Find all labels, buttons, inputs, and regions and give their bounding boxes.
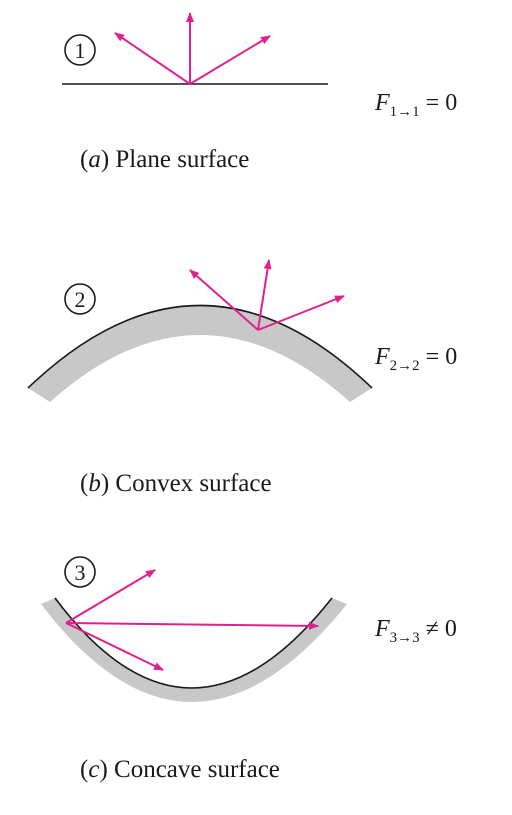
eq-3-subscript: 3→3	[390, 630, 420, 646]
concave-wall	[41, 598, 347, 702]
surface-number-3-text: 3	[75, 560, 86, 585]
eq-2-symbol: F	[374, 344, 390, 370]
caption-concave-letter: c	[88, 756, 99, 783]
surface-number-2-text: 2	[75, 287, 86, 312]
eq-3-value: ≠ 0	[426, 616, 457, 642]
plane-ray-left	[114, 32, 191, 85]
eq-1-symbol: F	[374, 90, 390, 116]
concave-rays	[65, 569, 319, 671]
convex-surface-line	[27, 304, 373, 389]
concave-ray-down	[65, 622, 164, 671]
convex-ray-right	[257, 295, 345, 331]
caption-convex: (b) Convex surface	[80, 470, 272, 497]
concave-surface-line	[54, 597, 333, 689]
concave-ray-across	[65, 621, 319, 630]
view-factor-equation-3: F3→3 ≠ 0	[374, 616, 457, 646]
view-factor-equation-1: F1→1 = 0	[374, 90, 457, 120]
caption-concave-text: Concave surface	[114, 756, 280, 783]
eq-1-subscript: 1→1	[390, 104, 420, 120]
caption-convex-text: Convex surface	[115, 470, 271, 497]
convex-ray-left	[189, 269, 259, 331]
eq-2-value: = 0	[426, 344, 458, 370]
view-factor-equation-2: F2→2 = 0	[374, 344, 457, 374]
caption-concave: (c) Concave surface	[80, 756, 280, 783]
caption-plane-letter: a	[88, 146, 101, 173]
eq-1-value: = 0	[426, 90, 458, 116]
eq-2-subscript: 2→2	[390, 358, 420, 374]
caption-plane: (a) Plane surface	[80, 146, 249, 173]
caption-plane-text: Plane surface	[115, 146, 249, 173]
panel-plane: 1 F1→1 = 0 (a) Plane surface	[62, 12, 457, 173]
convex-wall	[28, 305, 372, 402]
panel-concave: 3 F3→3 ≠ 0 (c) Concave surface	[41, 556, 457, 783]
surface-number-1: 1	[64, 34, 96, 66]
plane-rays	[114, 12, 271, 85]
caption-convex-letter: b	[88, 470, 101, 497]
eq-3-symbol: F	[374, 616, 390, 642]
surface-number-2: 2	[64, 283, 96, 315]
surface-number-1-text: 1	[75, 38, 86, 63]
concave-ray-up	[65, 569, 156, 624]
convex-rays	[189, 259, 345, 331]
panel-convex: 2 F2→2 = 0 (b) Convex surface	[27, 259, 457, 497]
convex-ray-up	[257, 259, 272, 331]
surface-number-3: 3	[64, 556, 96, 588]
plane-ray-right	[189, 35, 271, 85]
